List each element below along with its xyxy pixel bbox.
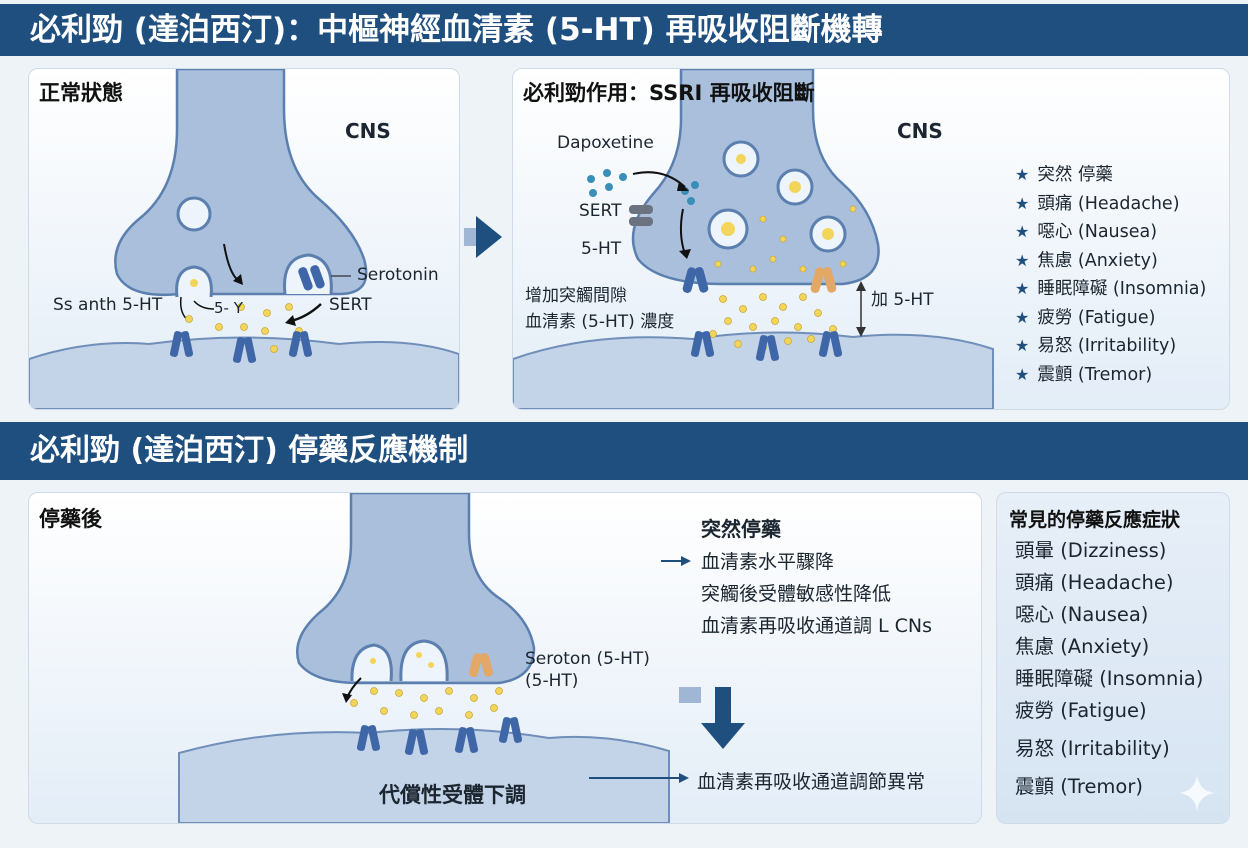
section-title: 必利勁 (達泊西汀) 停藥反應機制	[0, 422, 1248, 480]
list-item: 頭痛 (Headache)	[1015, 571, 1174, 594]
sert-transporter	[298, 267, 313, 291]
star-icon: ★	[1015, 222, 1030, 241]
list-item: ★震顫 (Tremor)	[1015, 364, 1153, 385]
list-item: 焦慮 (Anxiety)	[1015, 635, 1150, 658]
symptom-list: ★突然 停藥 ★頭痛 (Headache) ★噁心 (Nausea) ★焦慮 (…	[1015, 161, 1206, 389]
panel-after-stopping: 停藥後 突然停藥 血清素水平驟降 突觸後受體敏感性降低 血清素再吸收通道調 L …	[28, 492, 982, 824]
panel-title: 停藥後	[39, 507, 102, 531]
common-symptom-list: 頭暈 (Dizziness) 頭痛 (Headache) 噁心 (Nausea)…	[1015, 535, 1203, 803]
postsynaptic-receptors	[356, 717, 523, 755]
star-icon: ★	[1015, 193, 1030, 213]
list-item: ★易怒 (Irritability)	[1015, 336, 1177, 356]
serotonin-dots	[709, 205, 857, 351]
down-arrow-icon	[679, 687, 745, 749]
serotonin-dots	[350, 687, 503, 719]
vesicles	[707, 140, 847, 253]
list-item: 頭暈 (Dizziness)	[1015, 539, 1167, 562]
list-item: ★頭痛 (Headache)	[1015, 193, 1180, 214]
right-arrow-icon	[464, 216, 502, 258]
list-item: 震顫 (Tremor)	[1015, 775, 1143, 798]
list-item: 睡眠障礙 (Insomnia)	[1015, 667, 1204, 690]
list-item: ★噁心 (Nausea)	[1015, 222, 1158, 242]
list-item: ★焦慮 (Anxiety)	[1015, 250, 1158, 271]
postsynaptic-membrane	[29, 336, 459, 409]
dapoxetine-label: Dapoxetine	[557, 133, 654, 153]
list-item: ★突然 停藥	[1015, 165, 1113, 185]
page-title: 必利勁 (達泊西汀)：中樞神經血清素 (5-HT) 再吸收阻斷機轉	[0, 4, 1248, 56]
panel-title: 必利勁作用：SSRI 再吸收阻斷	[523, 81, 815, 105]
seroton-label-2: (5-HT)	[525, 671, 579, 691]
ssri-synapse-illustration	[513, 69, 994, 409]
compensate-label: 代償性受體下調	[379, 783, 526, 807]
list-item: ★睡眠障礙 (Insomnia)	[1015, 279, 1207, 299]
fragment-label: 5- Y	[214, 299, 243, 317]
synth-label: Ss anth 5-HT	[53, 295, 163, 315]
star-icon: ★	[1015, 307, 1030, 327]
panel-normal-state: 正常狀態 CNS Serotonin SERT Ss anth 5-HT 5- …	[28, 68, 460, 410]
step-3-label: 血清素再吸收通道調 L CNs	[701, 615, 933, 637]
list-item: 疲勞 (Fatigue)	[1015, 699, 1147, 722]
list-item: ★疲勞 (Fatigue)	[1015, 307, 1156, 328]
panel-title: 正常狀態	[39, 81, 123, 105]
add-ht-label: 加 5-HT	[871, 290, 934, 310]
presynaptic-terminal	[296, 493, 536, 685]
vesicle-fusing	[399, 639, 449, 682]
cns-label: CNS	[345, 119, 391, 143]
postsynaptic-receptors	[169, 331, 313, 363]
sert-orange-transporter	[468, 653, 494, 677]
step-1-label: 血清素水平驟降	[701, 551, 835, 573]
seroton-label-1: Seroton (5-HT)	[525, 649, 650, 669]
sert-label: SERT	[579, 201, 622, 221]
increase-label-line1: 增加突觸間隙	[525, 286, 627, 306]
cns-label: CNS	[897, 119, 943, 143]
star-icon: ★	[1015, 250, 1030, 270]
sert-orange-transporter	[810, 267, 837, 293]
presynaptic-terminal	[114, 69, 368, 296]
normal-synapse-illustration	[29, 69, 459, 409]
after-synapse-illustration	[178, 493, 745, 823]
step-2-label: 突觸後受體敏感性降低	[701, 583, 892, 605]
postsynaptic-receptors	[690, 331, 843, 361]
postsynaptic-membrane	[513, 331, 994, 409]
star-icon: ★	[1015, 336, 1030, 355]
star-icon: ★	[1015, 279, 1030, 298]
increase-label-line2: 血清素 (5-HT) 濃度	[525, 312, 675, 332]
sparkle-icon	[1179, 775, 1215, 811]
sert-transporter	[682, 267, 709, 293]
panel-title: 常見的停藥反應症狀	[1009, 509, 1181, 531]
sert-blocker	[629, 205, 653, 226]
abnormal-label: 血清素再吸收通道調節異常	[697, 771, 926, 793]
list-item: 易怒 (Irritability)	[1015, 737, 1170, 760]
serotonin-label: Serotonin	[357, 265, 439, 285]
sudden-stop-label: 突然停藥	[701, 517, 781, 541]
panel-ssri-action: 必利勁作用：SSRI 再吸收阻斷 CNS Dapoxetine SERT 5-H…	[512, 68, 1230, 410]
ht-label: 5-HT	[581, 239, 622, 259]
panel-common-symptoms: 常見的停藥反應症狀 頭暈 (Dizziness) 頭痛 (Headache) 噁…	[996, 492, 1230, 824]
sert-label: SERT	[329, 295, 372, 315]
star-icon: ★	[1015, 165, 1030, 184]
vesicle	[176, 196, 212, 232]
star-icon: ★	[1015, 364, 1030, 384]
list-item: 噁心 (Nausea)	[1015, 603, 1149, 626]
